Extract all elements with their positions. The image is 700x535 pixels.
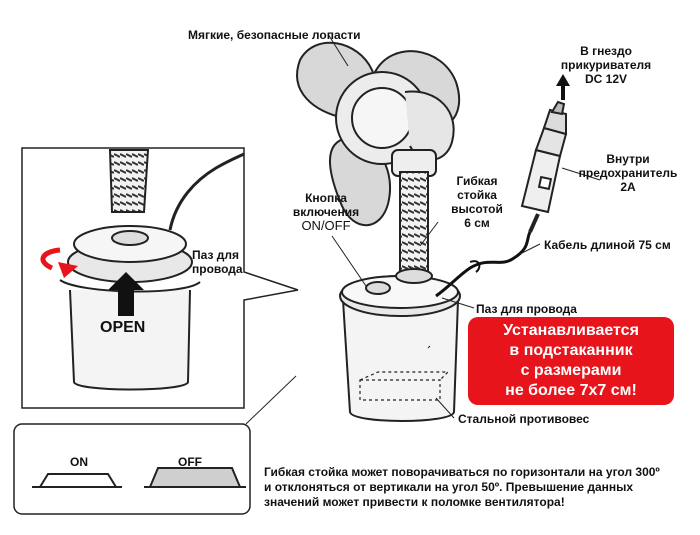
label-slot-main: Паз для провода xyxy=(476,302,577,316)
power-cable xyxy=(435,231,532,298)
label-cable: Кабель длиной 75 см xyxy=(544,238,671,252)
label-weight: Стальной противовес xyxy=(458,412,590,426)
open-arrow xyxy=(108,272,144,316)
fan-blades xyxy=(296,41,461,227)
leader-lines xyxy=(327,33,601,419)
rotate-arrow xyxy=(40,247,61,271)
switch-off xyxy=(144,467,246,488)
warning-badge xyxy=(468,317,674,405)
flexible-stand xyxy=(391,149,437,277)
label-blades: Мягкие, безопасные лопасти xyxy=(188,28,361,42)
inset-closeup xyxy=(59,149,245,391)
usage-note: Гибкая стойка может поворачиваться по го… xyxy=(264,465,660,509)
switch-on xyxy=(32,473,122,488)
switch-off-label: OFF xyxy=(178,455,202,469)
cigarette-plug xyxy=(520,100,568,233)
switch-inset xyxy=(13,423,251,515)
switch-on-label: ON xyxy=(70,455,88,469)
cup-base xyxy=(339,268,461,422)
label-open: OPEN xyxy=(100,319,146,336)
